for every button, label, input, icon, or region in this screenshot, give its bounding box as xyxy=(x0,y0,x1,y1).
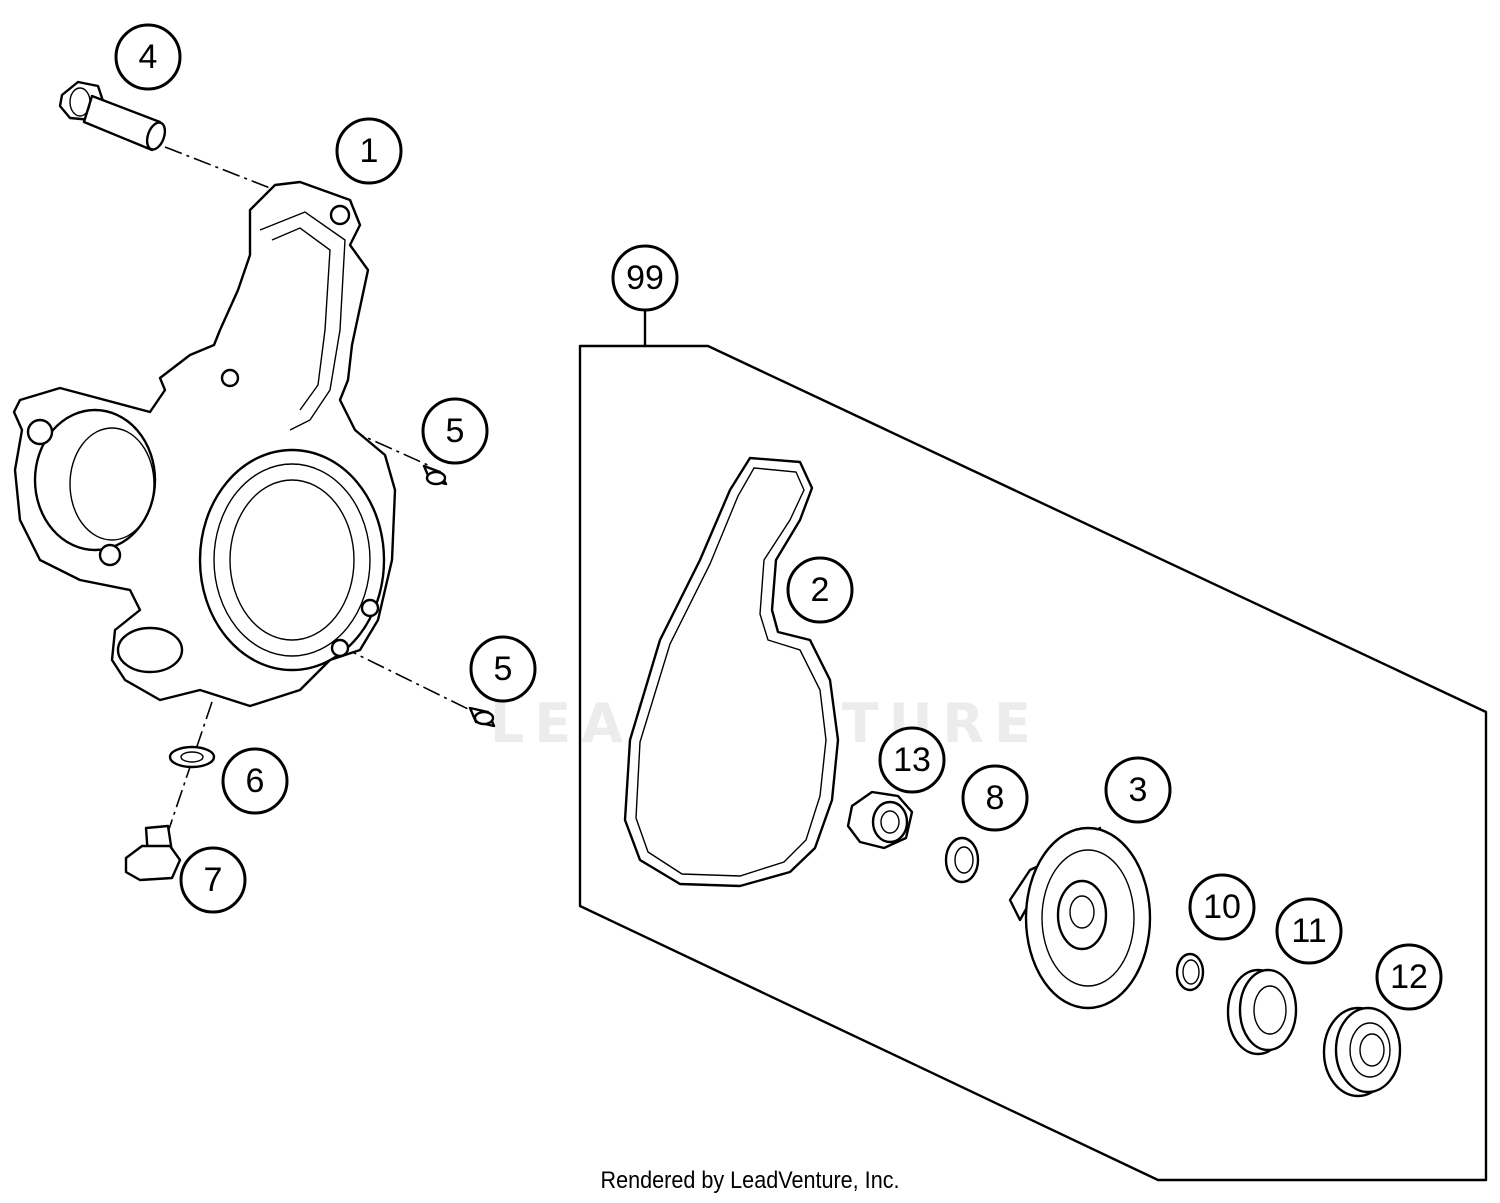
nut-part xyxy=(846,790,914,850)
washer-part xyxy=(944,836,980,884)
impeller-part xyxy=(1008,826,1152,1010)
svg-text:5: 5 xyxy=(494,650,513,688)
svg-text:1: 1 xyxy=(360,132,379,170)
footer-credit: Rendered by LeadVenture, Inc. xyxy=(600,1167,900,1194)
seal-ring-part xyxy=(168,745,216,769)
svg-text:7: 7 xyxy=(204,861,223,899)
callout-6: 6 xyxy=(221,747,289,815)
svg-text:4: 4 xyxy=(139,38,158,76)
callout-7: 7 xyxy=(179,846,247,914)
shaft-seal-part xyxy=(1226,968,1298,1056)
svg-text:12: 12 xyxy=(1390,958,1428,996)
svg-text:6: 6 xyxy=(246,762,265,800)
svg-text:13: 13 xyxy=(893,741,931,779)
callout-1: 1 xyxy=(335,117,403,185)
callout-12: 12 xyxy=(1375,943,1443,1011)
svg-text:3: 3 xyxy=(1129,771,1148,809)
callout-99: 99 xyxy=(611,244,679,312)
kit-frame xyxy=(578,308,1488,1182)
gasket-part xyxy=(623,456,840,888)
callout-2: 2 xyxy=(786,556,854,624)
flange-bolt-part xyxy=(58,80,167,152)
water-pump-cover-part xyxy=(12,180,397,708)
o-ring-part xyxy=(1175,952,1205,992)
callout-3: 3 xyxy=(1104,756,1172,824)
bearing-seal-part xyxy=(1322,1006,1402,1098)
callout-5-lower: 5 xyxy=(469,635,537,703)
callout-4: 4 xyxy=(114,23,182,91)
svg-text:10: 10 xyxy=(1203,888,1241,926)
callout-13: 13 xyxy=(878,726,946,794)
dowel-pin-upper-part xyxy=(422,464,448,486)
svg-text:99: 99 xyxy=(626,259,664,297)
dowel-pin-lower-part xyxy=(468,706,496,728)
svg-text:11: 11 xyxy=(1291,912,1326,950)
svg-text:5: 5 xyxy=(446,412,465,450)
callout-8: 8 xyxy=(961,764,1029,832)
callout-5-upper: 5 xyxy=(421,397,489,465)
svg-text:2: 2 xyxy=(811,571,830,609)
svg-text:8: 8 xyxy=(986,779,1005,817)
drain-plug-part xyxy=(124,824,182,882)
callout-10: 10 xyxy=(1188,873,1256,941)
callout-11: 11 xyxy=(1275,897,1343,965)
